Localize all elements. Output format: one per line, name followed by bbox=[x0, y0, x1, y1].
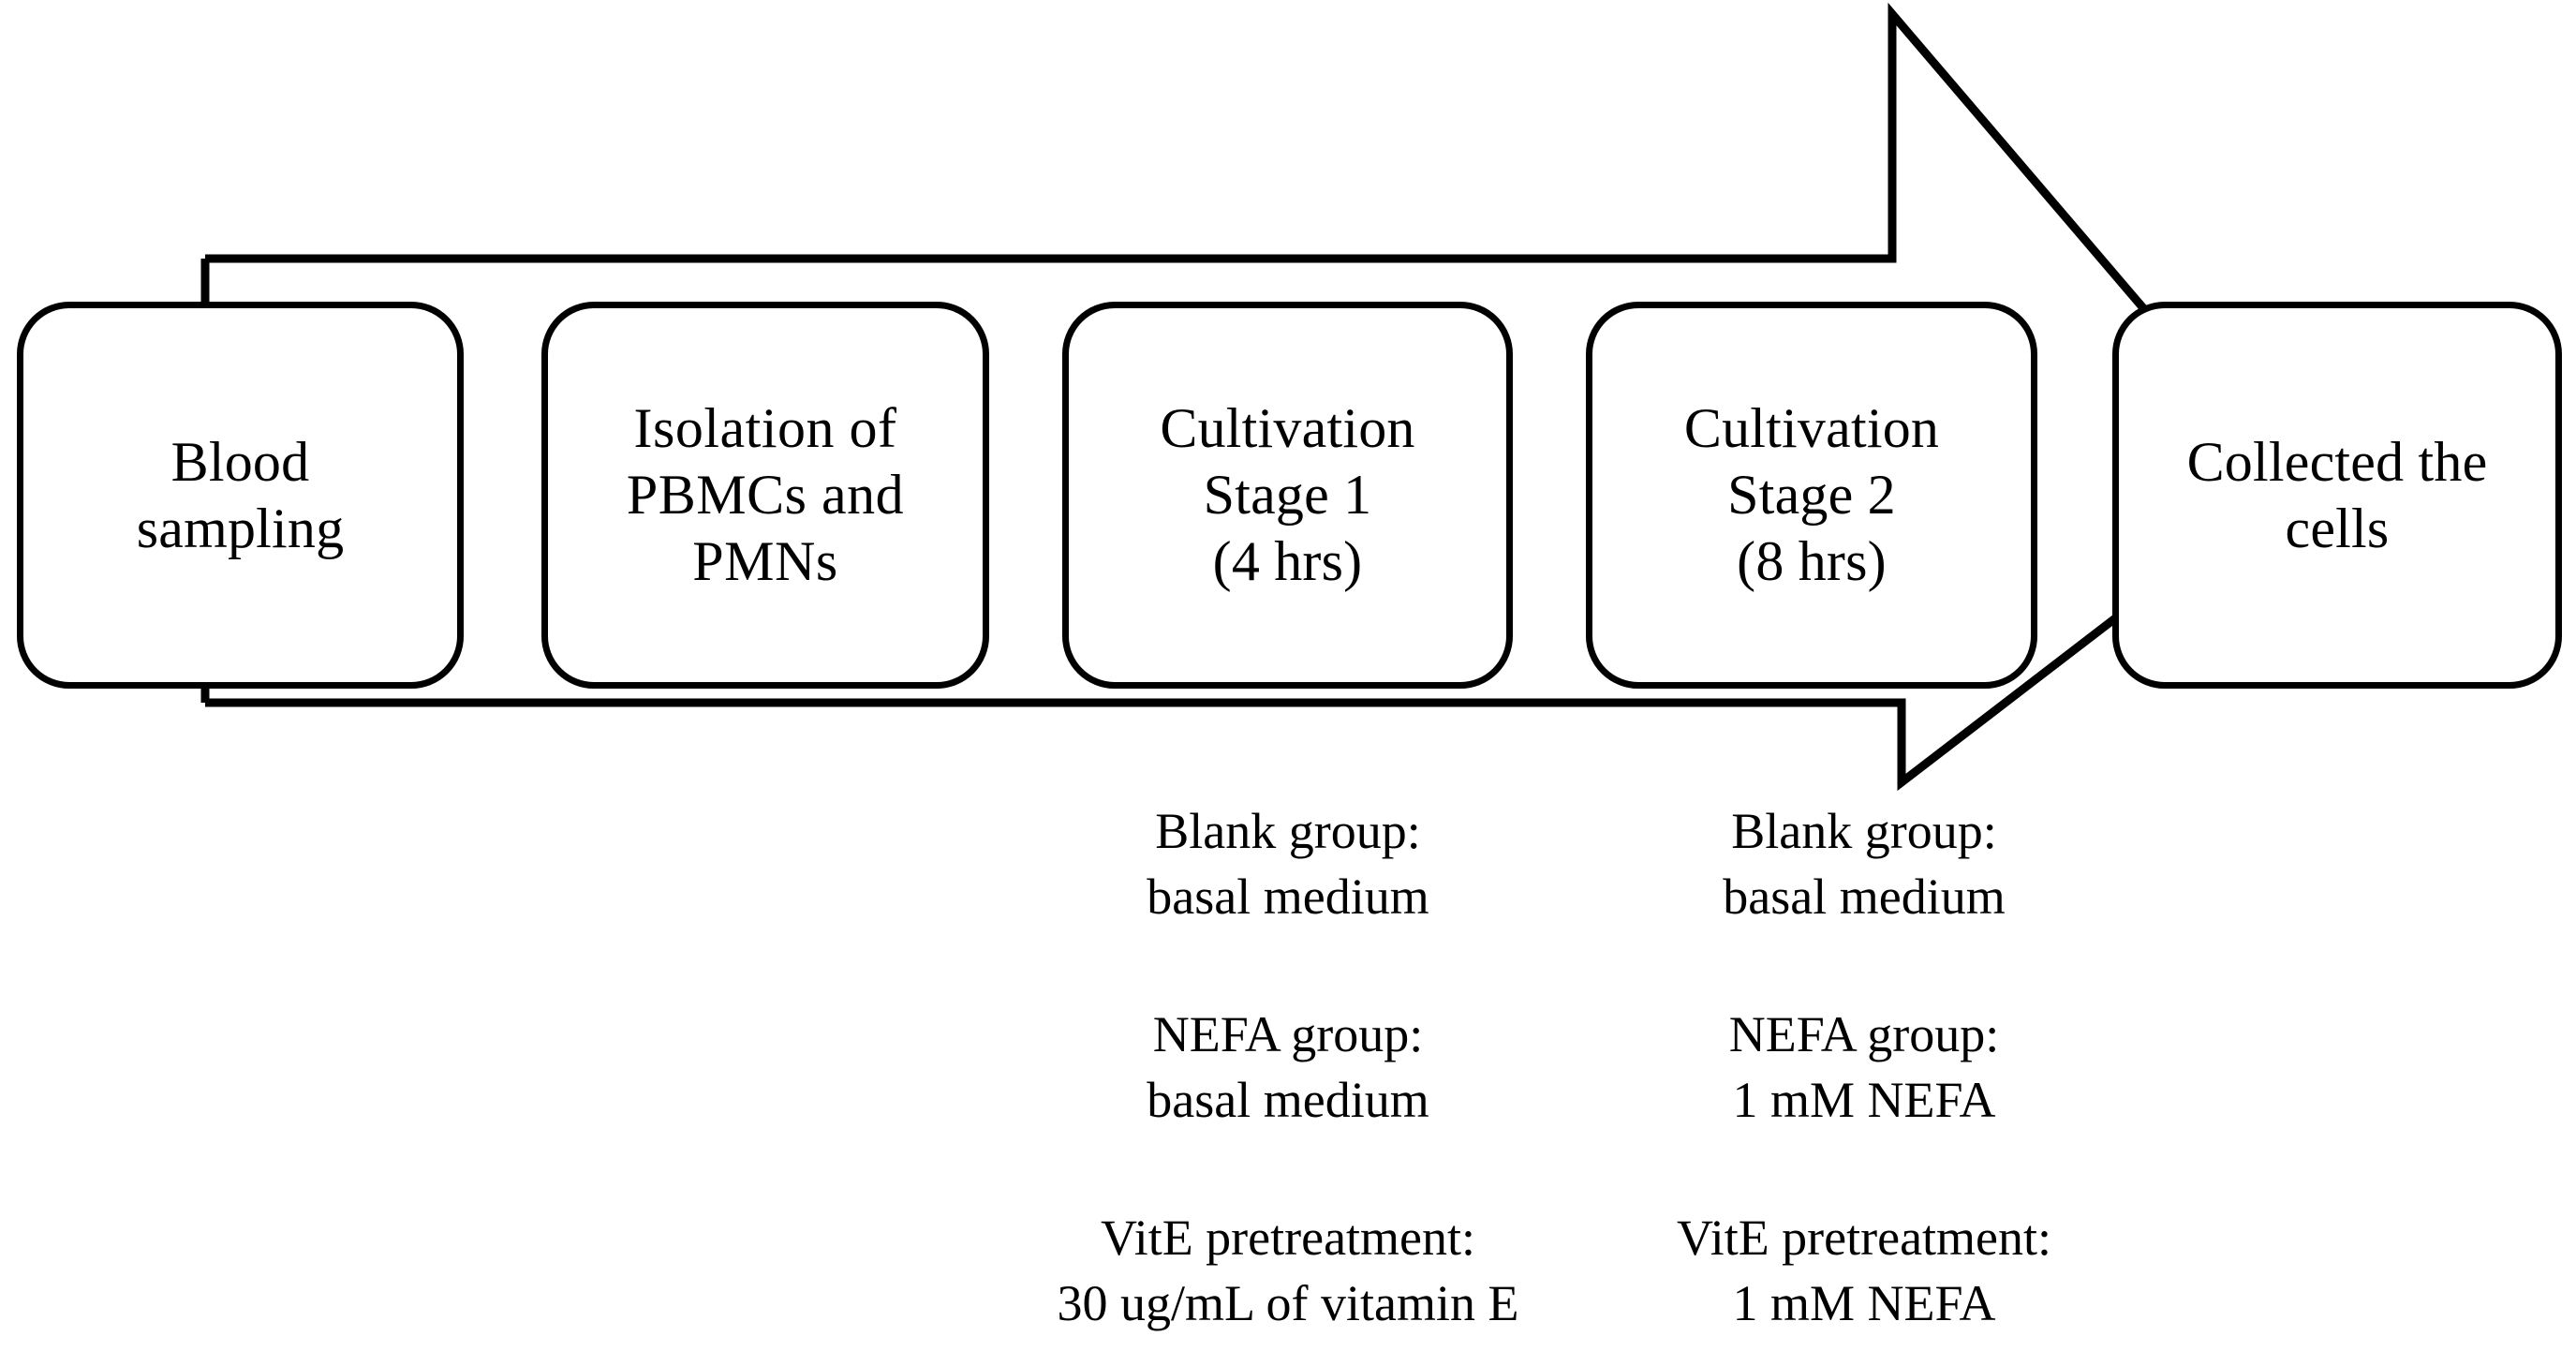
stage-line: (8 hrs) bbox=[1737, 529, 1887, 592]
treatment-line: NEFA group: bbox=[1728, 1006, 2000, 1062]
treatment-line: 1 mM NEFA bbox=[1732, 1275, 1996, 1331]
stage-line: Stage 2 bbox=[1727, 464, 1896, 527]
treatment-line: NEFA group: bbox=[1152, 1006, 1424, 1062]
stage-line: PMNs bbox=[692, 529, 838, 592]
treatment-vite-group-stage-1: VitE pretreatment: 30 ug/mL of vitamin E bbox=[1040, 1212, 1536, 1329]
treatment-line: 30 ug/mL of vitamin E bbox=[1057, 1275, 1519, 1331]
stage-box-isolation[interactable]: Isolation of PBMCs and PMNs bbox=[541, 302, 989, 689]
treatment-column-stage-1: Blank group: basal medium NEFA group: ba… bbox=[1040, 806, 1536, 1349]
stage-line: Collected the bbox=[2186, 430, 2488, 493]
treatment-line: basal medium bbox=[1147, 1072, 1429, 1128]
treatment-vite-group-stage-2: VitE pretreatment: 1 mM NEFA bbox=[1616, 1212, 2112, 1329]
stage-line: sampling bbox=[136, 497, 345, 559]
stage-line: (4 hrs) bbox=[1212, 529, 1363, 592]
treatment-line: VitE pretreatment: bbox=[1100, 1210, 1476, 1266]
stage-line: Stage 1 bbox=[1203, 464, 1372, 527]
treatment-line: VitE pretreatment: bbox=[1676, 1210, 2052, 1266]
stage-line: cells bbox=[2285, 497, 2390, 559]
treatment-line: basal medium bbox=[1723, 869, 2006, 925]
treatment-nefa-group-stage-2: NEFA group: 1 mM NEFA bbox=[1616, 1009, 2112, 1125]
stage-line: Isolation of bbox=[633, 397, 897, 460]
stage-box-cultivation-stage-2[interactable]: Cultivation Stage 2 (8 hrs) bbox=[1586, 302, 2037, 689]
treatment-blank-group-stage-2: Blank group: basal medium bbox=[1616, 806, 2112, 922]
treatment-blank-group-stage-1: Blank group: basal medium bbox=[1040, 806, 1536, 922]
treatment-line: Blank group: bbox=[1155, 803, 1421, 859]
treatment-nefa-group-stage-1: NEFA group: basal medium bbox=[1040, 1009, 1536, 1125]
treatment-line: Blank group: bbox=[1731, 803, 1997, 859]
stage-box-collected-cells[interactable]: Collected the cells bbox=[2112, 302, 2562, 689]
stage-line: Blood bbox=[170, 430, 310, 493]
stage-line: Cultivation bbox=[1683, 397, 1940, 460]
treatment-line: 1 mM NEFA bbox=[1732, 1072, 1996, 1128]
stage-box-cultivation-stage-1[interactable]: Cultivation Stage 1 (4 hrs) bbox=[1062, 302, 1513, 689]
treatment-line: basal medium bbox=[1147, 869, 1429, 925]
stage-box-blood-sampling[interactable]: Blood sampling bbox=[17, 302, 464, 689]
stage-line: PBMCs and bbox=[626, 464, 905, 527]
stage-line: Cultivation bbox=[1160, 397, 1415, 460]
treatment-column-stage-2: Blank group: basal medium NEFA group: 1 … bbox=[1616, 806, 2112, 1349]
